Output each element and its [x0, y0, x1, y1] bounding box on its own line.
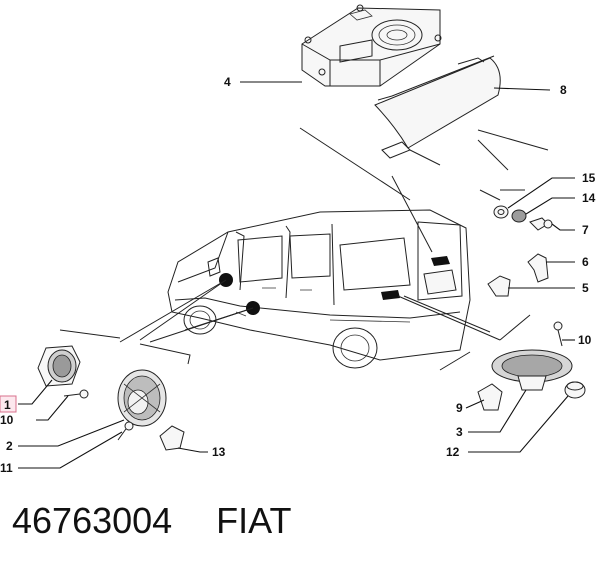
cap-12	[564, 381, 586, 399]
callout-10-right: 10	[578, 333, 592, 347]
tweeter-speaker	[37, 345, 81, 387]
screw-10-right	[553, 321, 563, 347]
washer-14	[511, 209, 527, 223]
footer: 46763004 FIAT	[12, 500, 292, 542]
clip-13	[159, 425, 185, 451]
callout-7: 7	[582, 223, 589, 237]
callout-4: 4	[224, 75, 231, 89]
callout-15: 15	[582, 171, 596, 185]
callout-11: 11	[0, 461, 13, 475]
callout-8: 8	[560, 83, 567, 97]
callout-13: 13	[212, 445, 226, 459]
callout-1-highlight	[0, 395, 17, 413]
brand-name: FIAT	[216, 500, 292, 541]
door-speaker	[117, 369, 167, 427]
callouts: 4 8 15 14 7 6 5 10 9 3 12 1	[0, 75, 596, 475]
callout-1: 1	[4, 398, 11, 412]
callout-9: 9	[456, 401, 463, 415]
clip-9	[477, 383, 503, 411]
callout-3: 3	[456, 425, 463, 439]
screw-11	[117, 421, 134, 441]
leader-lines-van	[59, 279, 531, 371]
part-number: 46763004	[12, 500, 173, 541]
washer-15	[493, 205, 509, 219]
callout-14: 14	[582, 191, 596, 205]
screw-left	[63, 389, 89, 399]
roof-speaker-housing	[301, 4, 442, 87]
callout-2: 2	[6, 439, 13, 453]
screw-7	[529, 217, 553, 231]
oval-speaker	[491, 349, 573, 391]
callout-12: 12	[446, 445, 460, 459]
bracket-6	[527, 253, 549, 283]
callout-5: 5	[582, 281, 589, 295]
callout-10-left: 10	[0, 413, 14, 427]
leader-lines-roof	[299, 127, 549, 253]
bracket-5	[487, 275, 511, 297]
callout-6: 6	[582, 255, 589, 269]
